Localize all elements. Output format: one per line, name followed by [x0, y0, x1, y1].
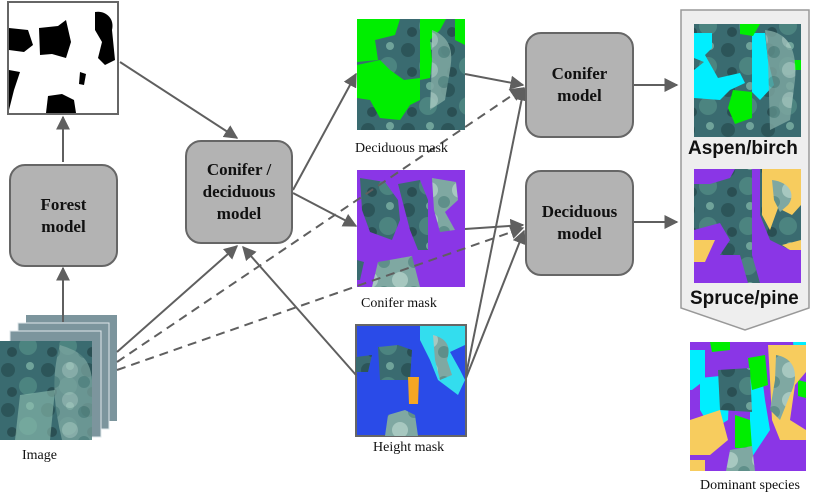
- height-mask-caption: Height mask: [373, 440, 445, 455]
- deciduous-model-box: Deciduous model: [525, 170, 634, 276]
- deciduous-mask-image: [357, 19, 465, 130]
- conifer-model-label: Conifer model: [551, 64, 608, 105]
- forest-model-box: Forest model: [9, 164, 118, 267]
- dashed-arrow-image-to-conifer-model: [116, 87, 525, 363]
- spruce-pine-image: [694, 169, 801, 283]
- conifer-model-box: Conifer model: [525, 32, 634, 138]
- conifer-deciduous-model-box: Conifer / deciduous model: [185, 140, 293, 244]
- deciduous-mask-caption: Deciduous mask: [355, 141, 448, 156]
- forest-model-label: Forest model: [40, 194, 87, 236]
- conifer-deciduous-model-label: Conifer / deciduous model: [202, 160, 276, 223]
- image-stack: [0, 315, 117, 440]
- arrow-image-to-cd-model: [116, 245, 239, 353]
- arrow-cd-model-to-deciduous-mask: [292, 72, 357, 191]
- forest-mask-image: [7, 1, 119, 115]
- arrow-height-mask-to-deciduous-model: [465, 229, 526, 379]
- conifer-mask-caption: Conifer mask: [361, 296, 437, 311]
- arrow-deciduous-mask-to-conifer-model: [464, 73, 525, 90]
- dominant-species-caption: Dominant species: [700, 478, 800, 493]
- height-mask-image: [355, 324, 467, 437]
- deciduous-model-label: Deciduous model: [541, 202, 618, 243]
- conifer-mask-image: [357, 170, 465, 287]
- aspen-birch-caption: Aspen/birch: [688, 138, 798, 159]
- spruce-pine-caption: Spruce/pine: [690, 288, 799, 309]
- aspen-birch-image: [694, 24, 801, 137]
- arrow-height-mask-to-cd-model: [242, 245, 357, 376]
- image-caption: Image: [22, 448, 57, 463]
- dashed-arrow-image-to-deciduous-model: [116, 225, 525, 371]
- dominant-species-image: [690, 342, 806, 471]
- arrow-cd-model-to-conifer-mask: [292, 192, 358, 227]
- arrow-conifer-mask-to-deciduous-model: [464, 218, 525, 233]
- arrow-height-mask-to-conifer-model: [465, 86, 529, 376]
- arrow-forest-mask-to-cd-model: [119, 61, 239, 139]
